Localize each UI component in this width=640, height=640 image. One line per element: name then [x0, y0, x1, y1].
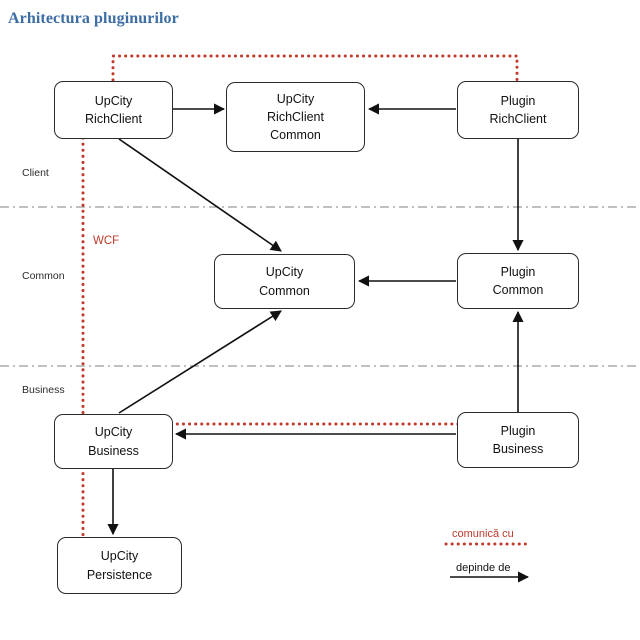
node-line: RichClient: [489, 112, 547, 126]
legend-communicates-label: comunică cu: [452, 528, 514, 540]
node-line: Plugin: [500, 93, 536, 108]
node-line: Common: [492, 283, 544, 297]
node-line: Plugin: [500, 264, 536, 279]
node-upcity-richclient-common[interactable]: UpCity RichClient Common: [226, 82, 365, 152]
node-upcity-common[interactable]: UpCity Common: [214, 254, 355, 309]
node-plugin-business[interactable]: Plugin Business: [457, 412, 579, 468]
zone-dividers: [0, 206, 640, 367]
zone-label-client: Client: [22, 167, 49, 179]
node-line: UpCity: [100, 549, 139, 564]
node-upcity-richclient[interactable]: UpCity RichClient: [54, 81, 173, 139]
node-line: UpCity: [265, 265, 304, 280]
wcf-annotation: WCF: [93, 235, 120, 247]
legend-depends-label: depinde de: [456, 562, 511, 574]
node-upcity-business[interactable]: UpCity Business: [54, 414, 173, 469]
comm-upcity-richclient-to-plugin-richclient: [111, 54, 519, 82]
node-line: UpCity: [276, 91, 315, 106]
edge-upcity-richclient-to-upcity-common: [118, 138, 282, 252]
node-plugin-richclient[interactable]: Plugin RichClient: [457, 81, 579, 139]
node-line: Persistence: [86, 567, 153, 582]
node-line: Common: [259, 283, 310, 298]
node-line: RichClient: [267, 109, 324, 124]
zone-label-common: Common: [22, 270, 65, 282]
node-line: Business: [88, 443, 139, 458]
node-line: Plugin: [500, 423, 536, 438]
node-line: Business: [492, 442, 544, 456]
page-title: Arhitectura pluginurilor: [8, 10, 179, 27]
legend-marks: [444, 542, 532, 583]
node-line: Common: [270, 128, 321, 143]
node-plugin-common[interactable]: Plugin Common: [457, 253, 579, 309]
node-upcity-persistence[interactable]: UpCity Persistence: [57, 537, 182, 594]
dependency-edges: [107, 103, 524, 536]
zone-label-business: Business: [22, 384, 65, 396]
node-line: RichClient: [85, 112, 142, 126]
communication-edges: [81, 54, 519, 555]
node-line: UpCity: [94, 425, 133, 440]
edge-upcity-business-to-upcity-common: [118, 310, 282, 414]
node-line: UpCity: [94, 93, 133, 108]
